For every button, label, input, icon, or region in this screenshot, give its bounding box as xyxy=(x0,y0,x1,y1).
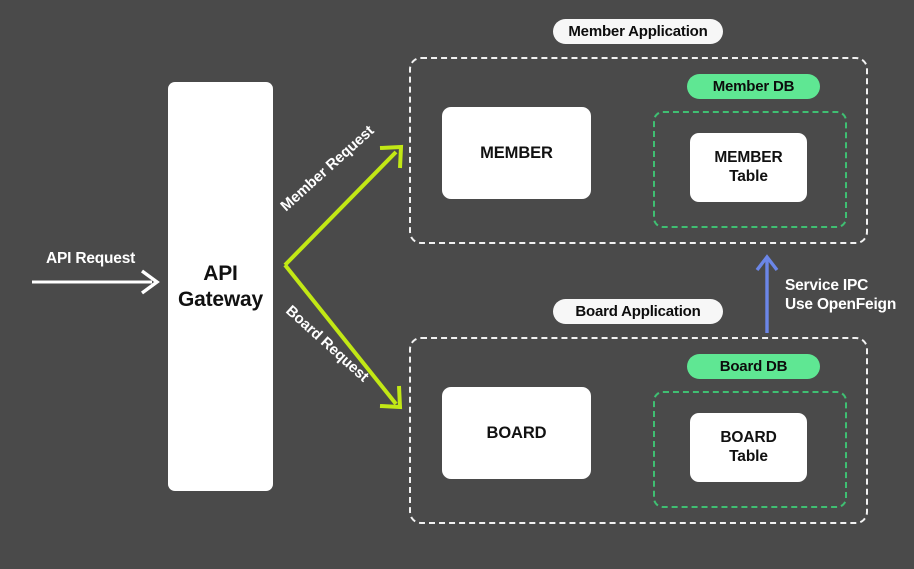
board-application-container xyxy=(409,337,868,524)
member-table-box: MEMBER Table xyxy=(690,133,807,202)
member-request-label: Member Request xyxy=(277,122,378,215)
api-gateway-label-line2: Gateway xyxy=(178,287,263,311)
member-service-box: MEMBER xyxy=(442,107,591,199)
board-request-label: Board Request xyxy=(282,302,373,386)
service-ipc-line1: Service IPC xyxy=(785,277,869,294)
member-service-label: MEMBER xyxy=(480,143,553,162)
service-ipc-annotation: Service IPC Use OpenFeign xyxy=(785,276,896,315)
board-service-label: BOARD xyxy=(486,423,547,442)
board-table-label-line1: BOARD xyxy=(720,428,777,446)
board-table-label-line2: Table xyxy=(729,447,768,465)
api-request-arrow-group: API Request xyxy=(30,250,170,295)
api-gateway-box: API Gateway xyxy=(168,82,273,491)
board-request-arrow-icon xyxy=(283,263,403,410)
board-table-label: BOARD Table xyxy=(720,429,776,466)
member-table-label-line1: MEMBER xyxy=(714,148,783,166)
right-arrow-icon xyxy=(32,269,160,295)
member-table-label: MEMBER Table xyxy=(714,149,782,186)
board-db-container xyxy=(653,391,847,508)
up-arrow-icon xyxy=(755,254,779,333)
member-table-label-line2: Table xyxy=(729,167,768,185)
board-table-box: BOARD Table xyxy=(690,413,807,482)
board-service-box: BOARD xyxy=(442,387,591,479)
service-ipc-line2: Use OpenFeign xyxy=(785,296,897,314)
member-db-badge: Member DB xyxy=(687,74,820,99)
member-db-container xyxy=(653,111,847,228)
board-application-title-pill: Board Application xyxy=(553,299,723,324)
api-gateway-label-line1: API xyxy=(203,261,238,285)
member-application-container xyxy=(409,57,868,244)
api-gateway-label: API Gateway xyxy=(178,261,263,312)
member-application-title-pill: Member Application xyxy=(553,19,723,44)
board-db-badge: Board DB xyxy=(687,354,820,379)
api-request-label: API Request xyxy=(46,250,136,267)
